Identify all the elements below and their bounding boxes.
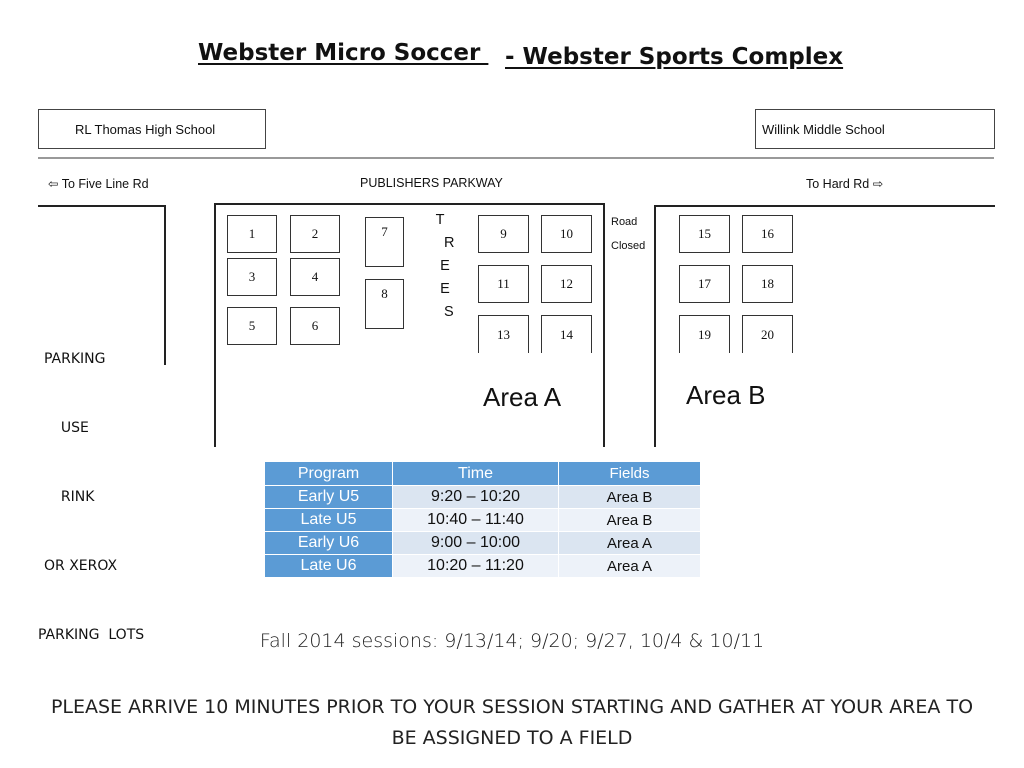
area-a-left-edge (214, 203, 216, 447)
field-12: 12 (541, 265, 592, 303)
parking-top-edge (38, 205, 165, 207)
field-7: 7 (365, 217, 404, 267)
field-1: 1 (227, 215, 277, 253)
field-16: 16 (742, 215, 793, 253)
trees-letter: T (435, 212, 445, 228)
road-closed-line: Road (611, 216, 638, 228)
schedule-header-fields: Fields (558, 461, 701, 486)
schedule-row: Early U6 9:00 – 10:00 Area A (264, 531, 701, 555)
field-5: 5 (227, 307, 277, 345)
road-top-line (38, 157, 994, 159)
schedule-row: Late U5 10:40 – 11:40 Area B (264, 508, 701, 532)
field-3: 3 (227, 258, 277, 296)
field-2: 2 (290, 215, 340, 253)
arrival-notice: PLEASE ARRIVE 10 MINUTES PRIOR TO YOUR S… (50, 696, 974, 749)
field-4: 4 (290, 258, 340, 296)
schedule-time: 10:20 – 11:20 (392, 554, 559, 578)
sessions-text: Fall 2014 sessions: 9/13/14; 9/20; 9/27,… (259, 630, 765, 652)
field-11: 11 (478, 265, 529, 303)
title-right: - Webster Sports Complex (505, 44, 844, 70)
field-15: 15 (679, 215, 730, 253)
title-left: Webster Micro Soccer (198, 40, 489, 66)
field-20: 20 (742, 315, 793, 353)
schedule-field: Area B (558, 508, 701, 532)
trees-letter: R (444, 235, 455, 251)
trees-letter: E (440, 258, 450, 274)
schedule-field: Area A (558, 531, 701, 555)
schedule-time: 9:20 – 10:20 (392, 485, 559, 509)
school-label-right: Willink Middle School (762, 121, 885, 137)
area-a-right-edge (603, 203, 605, 447)
schedule-header-row: Program Time Fields (264, 461, 701, 486)
schedule-time: 10:40 – 11:40 (392, 508, 559, 532)
field-14: 14 (541, 315, 592, 353)
schedule-row: Late U6 10:20 – 11:20 Area A (264, 554, 701, 578)
school-box-right: Willink Middle School (755, 109, 995, 149)
parking-line: PARKING (44, 351, 106, 367)
schedule-field: Area B (558, 485, 701, 509)
field-19: 19 (679, 315, 730, 353)
school-box-left: RL Thomas High School (38, 109, 266, 149)
road-label-right: To Hard Rd ⇨ (806, 177, 884, 191)
road-label-left: ⇦ To Five Line Rd (48, 177, 149, 191)
area-a-label: Area A (483, 382, 562, 412)
area-b-left-edge (654, 205, 656, 447)
schedule-program: Early U6 (264, 531, 393, 555)
parking-note: PARKING USE RINK OR XEROX PARKING LOTS (38, 302, 144, 670)
field-13: 13 (478, 315, 529, 353)
area-b-label: Area B (686, 380, 766, 410)
area-a-top-edge (214, 203, 604, 205)
area-b-top-edge (654, 205, 995, 207)
parking-line: OR XEROX (44, 558, 118, 574)
parking-right-edge (164, 205, 166, 365)
schedule-table: Program Time Fields Early U5 9:20 – 10:2… (264, 461, 701, 578)
schedule-header-time: Time (392, 461, 559, 486)
schedule-row: Early U5 9:20 – 10:20 Area B (264, 485, 701, 509)
schedule-header-program: Program (264, 461, 393, 486)
parking-line: PARKING LOTS (38, 627, 145, 643)
parking-line: RINK (52, 489, 95, 505)
trees-letter: E (440, 281, 450, 297)
field-6: 6 (290, 307, 340, 345)
field-8: 8 (365, 279, 404, 329)
schedule-program: Early U5 (264, 485, 393, 509)
schedule-program: Late U5 (264, 508, 393, 532)
schedule-program: Late U6 (264, 554, 393, 578)
field-17: 17 (679, 265, 730, 303)
trees-letter: S (444, 304, 454, 320)
parking-line: USE (52, 420, 89, 436)
field-18: 18 (742, 265, 793, 303)
field-10: 10 (541, 215, 592, 253)
trees-label: T R E E S (432, 209, 455, 324)
school-label-left: RL Thomas High School (75, 121, 216, 137)
road-closed-line: Closed (611, 240, 646, 252)
schedule-time: 9:00 – 10:00 (392, 531, 559, 555)
road-label-center: PUBLISHERS PARKWAY (360, 176, 503, 190)
road-closed-note: Road Closed (611, 210, 645, 258)
field-9: 9 (478, 215, 529, 253)
schedule-field: Area A (558, 554, 701, 578)
